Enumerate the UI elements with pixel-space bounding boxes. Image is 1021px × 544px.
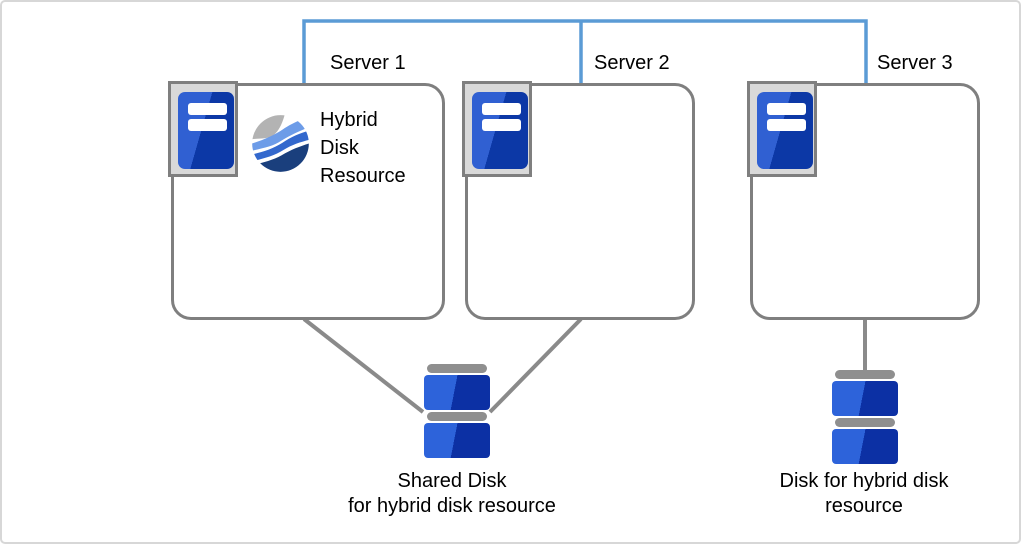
- disk-platter: [832, 429, 898, 464]
- server-chassis: [472, 92, 528, 169]
- wave-mid-blue: [252, 129, 309, 163]
- server-slot-bar: [188, 119, 227, 131]
- hybrid-disk-resource-label: Hybrid Disk Resource: [320, 109, 406, 187]
- server-slot-bar: [767, 119, 806, 131]
- disk-cap: [427, 364, 487, 373]
- server3-label: Server 3: [877, 52, 953, 74]
- server2-label: Server 2: [594, 52, 670, 74]
- server-chassis: [178, 92, 234, 169]
- disk-cap: [835, 418, 895, 427]
- server-slot-bar: [482, 119, 521, 131]
- connector-server2-shared-disk: [488, 317, 583, 414]
- disk-platter: [832, 381, 898, 416]
- server3-icon: [747, 81, 817, 177]
- server1-icon: [168, 81, 238, 177]
- server2-icon: [462, 81, 532, 177]
- shared-disk-caption: Shared Disk for hybrid disk resource: [348, 470, 556, 517]
- wave-light-blue: [252, 115, 309, 152]
- server-chassis: [757, 92, 813, 169]
- shared-disk-icon: [424, 364, 490, 460]
- server2-box: [465, 83, 695, 320]
- server-slot-bar: [188, 103, 227, 115]
- server-slot-bar: [767, 103, 806, 115]
- disk-platter: [424, 375, 490, 410]
- hybrid-disk-caption: Disk for hybrid disk resource: [779, 470, 949, 517]
- hybrid-disk-icon: [832, 370, 898, 466]
- disk-cap: [835, 370, 895, 379]
- disk-platter: [424, 423, 490, 458]
- server-slot-bar: [482, 103, 521, 115]
- disk-cap: [427, 412, 487, 421]
- connector-server1-shared-disk: [302, 317, 425, 414]
- server1-label: Server 1: [330, 52, 406, 74]
- hybrid-disk-resource-icon: [252, 115, 309, 172]
